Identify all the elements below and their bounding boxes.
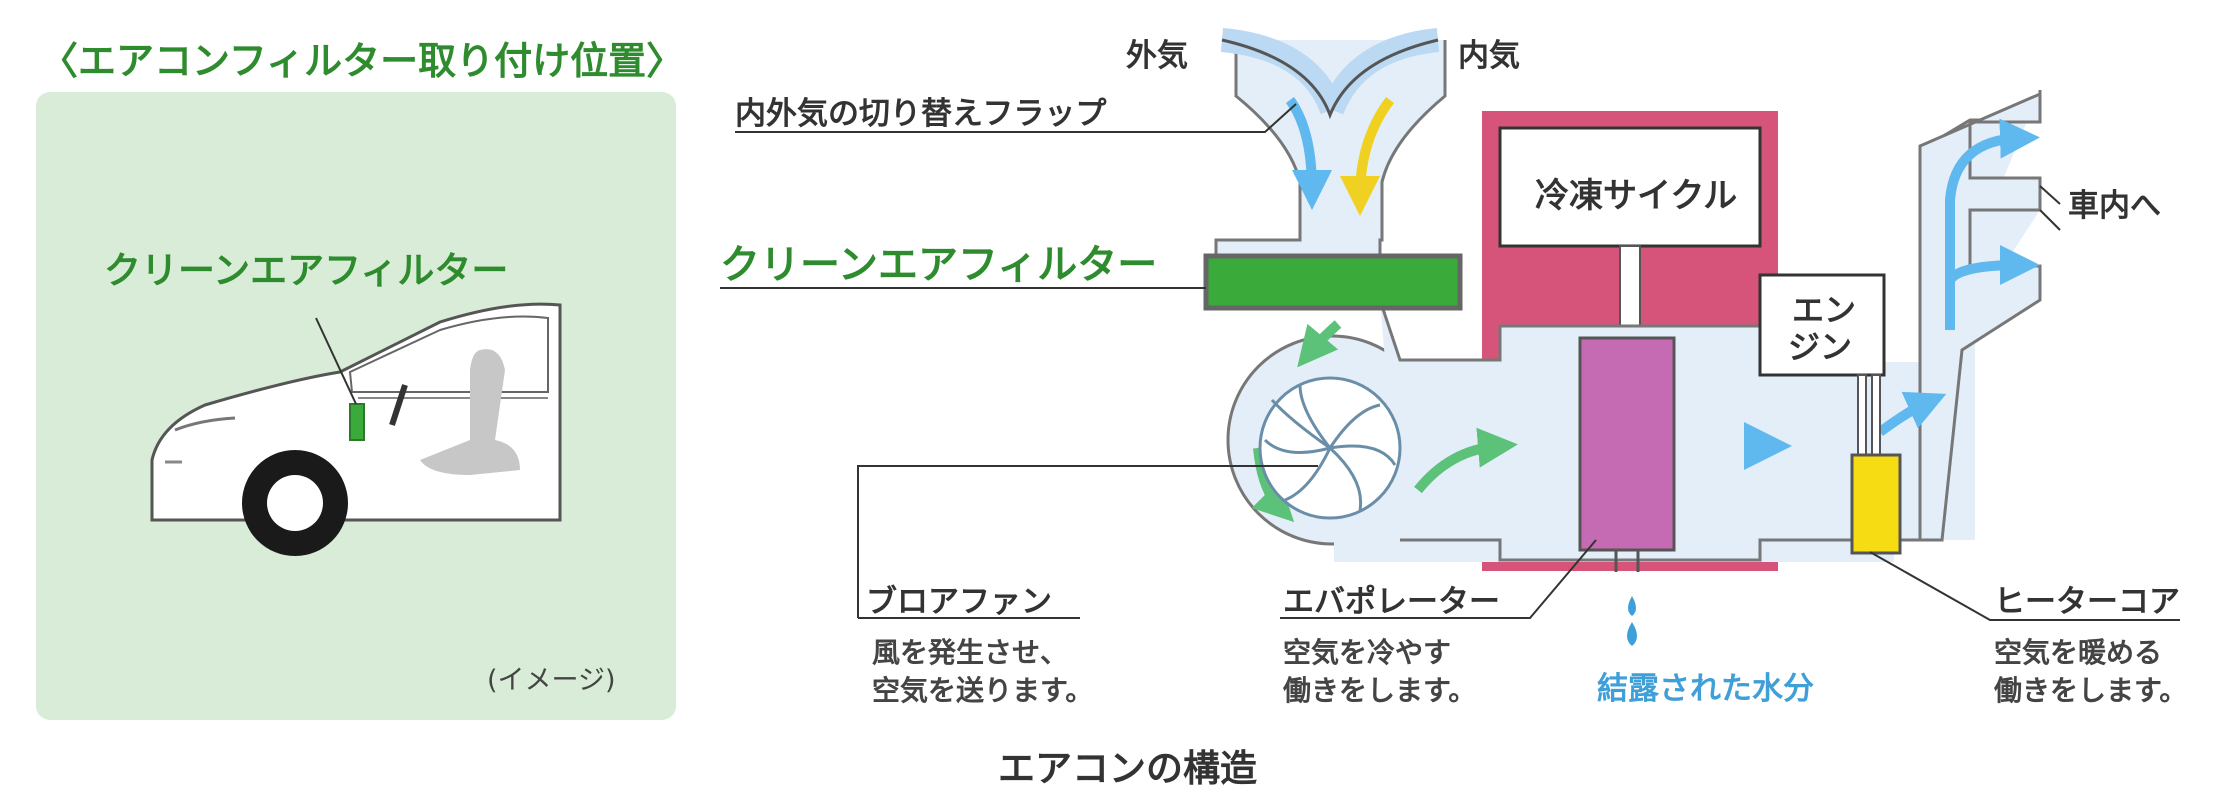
evaporator-desc: 空気を冷やす 働きをします。 (1283, 636, 1477, 707)
image-note: (イメージ) (487, 665, 616, 696)
inside-air-label: 内気 (1458, 38, 1520, 74)
evaporator-label: エバポレーター (1283, 584, 1500, 620)
flap-label: 内外気の切り替えフラップ (735, 96, 1107, 132)
to-cabin-label: 車内へ (2068, 188, 2161, 224)
heated-air-arrow (1877, 391, 1947, 437)
seat-icon (420, 349, 520, 475)
diagram-caption: エアコンの構造 (998, 747, 1257, 790)
car-filter-leader (315, 317, 357, 405)
car-illustration (150, 302, 562, 556)
heater-core-icon (1850, 453, 1902, 555)
evaporator-icon (1578, 336, 1676, 552)
filter-location-title: 〈エアコンフィルター取り付け位置〉 (40, 39, 685, 83)
blower-fan-icon (1258, 376, 1402, 520)
condensed-water-label: 結露された水分 (1597, 671, 1814, 707)
leader-lines (720, 103, 2180, 621)
switch-flap (1221, 38, 1439, 120)
heater-core-label: ヒーターコア (1994, 584, 2180, 620)
outlet-arrow-1 (1945, 118, 2040, 330)
filter-flow-arrow (1297, 320, 1342, 368)
car-filter-label: クリーンエアフィルター (104, 249, 509, 292)
water-drop-icon (1627, 596, 1637, 646)
steering-icon (389, 384, 408, 426)
car-filter-icon (349, 403, 365, 441)
engine-label-2: ジン (1788, 328, 1853, 366)
engine-label-1: エン (1792, 291, 1857, 329)
heater-core-desc: 空気を暖める 働きをします。 (1994, 636, 2188, 707)
fan-flow-arrow-2 (1414, 427, 1518, 494)
engine-box (1758, 273, 1886, 377)
outside-air-label: 外気 (1126, 38, 1188, 74)
refrigeration-cycle-label: 冷凍サイクル (1535, 176, 1738, 216)
inside-air-arrow (1340, 97, 1395, 216)
blower-fan-label: ブロアファン (866, 584, 1052, 620)
blower-fan-desc: 風を発生させ、 空気を送ります。 (872, 636, 1094, 707)
clean-air-filter (1203, 253, 1463, 311)
diagram-filter-label: クリーンエアフィルター (720, 242, 1158, 288)
fan-flow-arrow-1 (1251, 447, 1295, 523)
outlet-arrow-2 (1945, 245, 2040, 286)
